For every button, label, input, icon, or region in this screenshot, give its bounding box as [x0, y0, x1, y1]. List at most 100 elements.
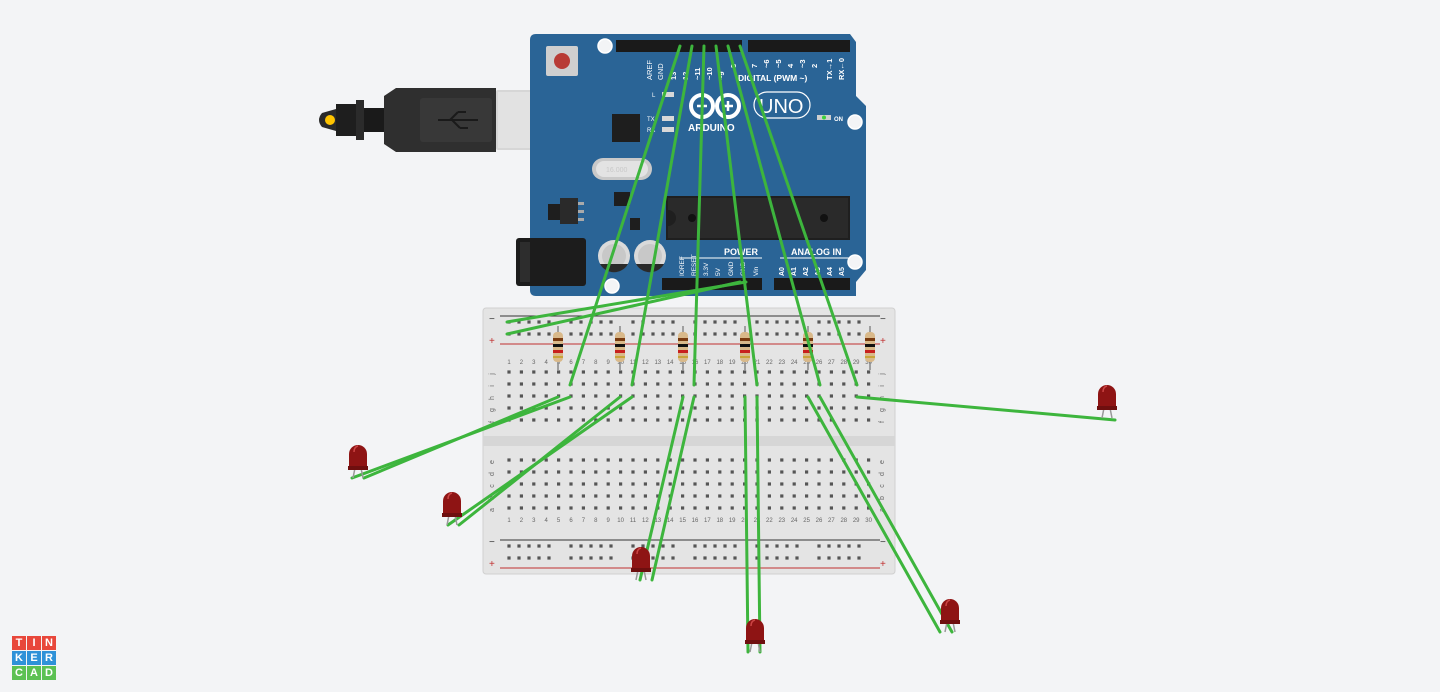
breadboard-hole[interactable]	[854, 406, 858, 410]
rail-hole[interactable]	[547, 332, 551, 336]
rail-hole[interactable]	[547, 556, 551, 560]
rail-hole[interactable]	[857, 320, 861, 324]
rail-hole[interactable]	[817, 544, 821, 548]
red-led[interactable]	[745, 619, 765, 653]
breadboard-hole[interactable]	[581, 382, 585, 386]
rail-hole[interactable]	[713, 320, 717, 324]
breadboard-hole[interactable]	[643, 370, 647, 374]
breadboard-hole[interactable]	[780, 394, 784, 398]
wires[interactable]	[350, 44, 1117, 654]
breadboard-hole[interactable]	[519, 458, 523, 462]
breadboard-hole[interactable]	[693, 506, 697, 510]
breadboard-hole[interactable]	[532, 370, 536, 374]
breadboard-hole[interactable]	[705, 370, 709, 374]
breadboard-hole[interactable]	[829, 482, 833, 486]
breadboard-hole[interactable]	[705, 418, 709, 422]
rail-hole[interactable]	[703, 544, 707, 548]
rail-hole[interactable]	[723, 320, 727, 324]
breadboard-hole[interactable]	[829, 394, 833, 398]
breadboard-hole[interactable]	[557, 470, 561, 474]
breadboard-hole[interactable]	[594, 470, 598, 474]
red-led[interactable]	[940, 599, 960, 633]
breadboard-hole[interactable]	[507, 458, 511, 462]
breadboard-hole[interactable]	[854, 418, 858, 422]
breadboard-hole[interactable]	[817, 370, 821, 374]
breadboard-hole[interactable]	[718, 470, 722, 474]
breadboard-hole[interactable]	[730, 418, 734, 422]
breadboard-hole[interactable]	[767, 394, 771, 398]
rail-hole[interactable]	[827, 320, 831, 324]
breadboard-hole[interactable]	[854, 494, 858, 498]
rail-hole[interactable]	[507, 556, 511, 560]
breadboard-hole[interactable]	[532, 482, 536, 486]
rail-hole[interactable]	[631, 332, 635, 336]
rail-hole[interactable]	[609, 320, 613, 324]
breadboard-hole[interactable]	[792, 494, 796, 498]
rail-hole[interactable]	[599, 320, 603, 324]
breadboard-hole[interactable]	[681, 458, 685, 462]
breadboard-hole[interactable]	[581, 494, 585, 498]
rail-hole[interactable]	[579, 320, 583, 324]
breadboard-hole[interactable]	[594, 494, 598, 498]
breadboard-hole[interactable]	[606, 494, 610, 498]
breadboard-hole[interactable]	[594, 418, 598, 422]
breadboard-hole[interactable]	[594, 406, 598, 410]
breadboard-hole[interactable]	[594, 382, 598, 386]
breadboard-hole[interactable]	[718, 506, 722, 510]
jumper-wire[interactable]	[650, 395, 696, 582]
breadboard-hole[interactable]	[519, 406, 523, 410]
breadboard-hole[interactable]	[718, 482, 722, 486]
breadboard-hole[interactable]	[842, 418, 846, 422]
rail-hole[interactable]	[661, 556, 665, 560]
breadboard[interactable]: − + − + − + − + 112233445566778899101011…	[482, 307, 896, 575]
breadboard-hole[interactable]	[842, 482, 846, 486]
breadboard-hole[interactable]	[829, 370, 833, 374]
rail-hole[interactable]	[537, 332, 541, 336]
breadboard-hole[interactable]	[619, 482, 623, 486]
breadboard-hole[interactable]	[829, 382, 833, 386]
breadboard-hole[interactable]	[643, 482, 647, 486]
breadboard-hole[interactable]	[792, 506, 796, 510]
breadboard-hole[interactable]	[507, 382, 511, 386]
breadboard-hole[interactable]	[557, 482, 561, 486]
breadboard-hole[interactable]	[643, 470, 647, 474]
rail-hole[interactable]	[671, 556, 675, 560]
breadboard-hole[interactable]	[557, 418, 561, 422]
breadboard-hole[interactable]	[693, 482, 697, 486]
jumper-wire[interactable]	[568, 44, 682, 387]
breadboard-hole[interactable]	[656, 470, 660, 474]
breadboard-hole[interactable]	[718, 458, 722, 462]
breadboard-hole[interactable]	[681, 370, 685, 374]
breadboard-hole[interactable]	[767, 506, 771, 510]
breadboard-hole[interactable]	[817, 418, 821, 422]
breadboard-hole[interactable]	[643, 418, 647, 422]
breadboard-hole[interactable]	[594, 370, 598, 374]
breadboard-hole[interactable]	[730, 470, 734, 474]
breadboard-hole[interactable]	[606, 370, 610, 374]
breadboard-hole[interactable]	[730, 482, 734, 486]
breadboard-hole[interactable]	[544, 406, 548, 410]
breadboard-hole[interactable]	[519, 494, 523, 498]
breadboard-hole[interactable]	[705, 394, 709, 398]
breadboard-hole[interactable]	[780, 382, 784, 386]
breadboard-hole[interactable]	[532, 394, 536, 398]
breadboard-hole[interactable]	[705, 382, 709, 386]
rail-hole[interactable]	[569, 320, 573, 324]
breadboard-hole[interactable]	[780, 506, 784, 510]
rail-hole[interactable]	[847, 332, 851, 336]
resistor[interactable]	[740, 326, 750, 370]
breadboard-hole[interactable]	[668, 470, 672, 474]
breadboard-hole[interactable]	[842, 394, 846, 398]
rail-hole[interactable]	[817, 556, 821, 560]
breadboard-hole[interactable]	[619, 370, 623, 374]
rail-hole[interactable]	[713, 544, 717, 548]
breadboard-hole[interactable]	[693, 458, 697, 462]
jumper-wire[interactable]	[457, 395, 622, 527]
breadboard-hole[interactable]	[668, 394, 672, 398]
rail-hole[interactable]	[713, 556, 717, 560]
rail-hole[interactable]	[537, 320, 541, 324]
breadboard-hole[interactable]	[544, 506, 548, 510]
rail-hole[interactable]	[785, 320, 789, 324]
rail-hole[interactable]	[517, 320, 521, 324]
breadboard-hole[interactable]	[817, 482, 821, 486]
